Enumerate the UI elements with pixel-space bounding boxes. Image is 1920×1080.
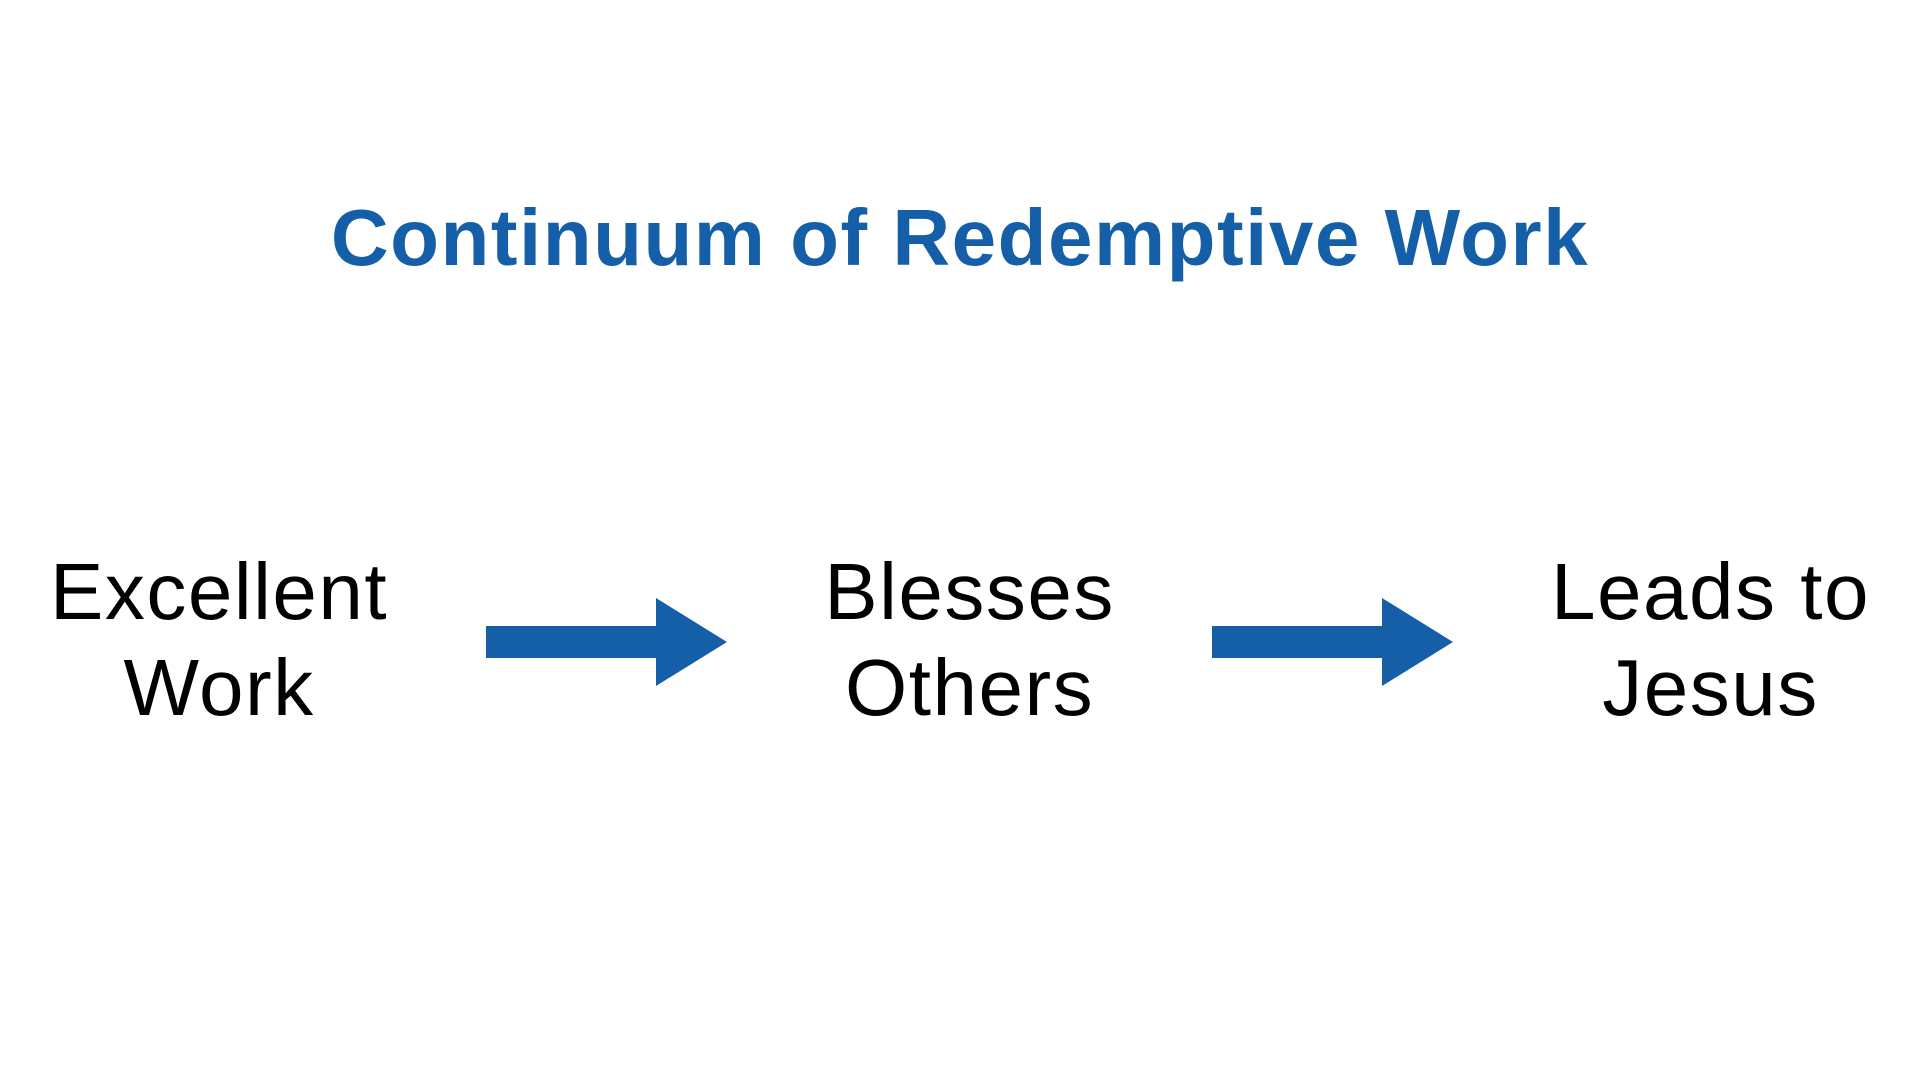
right-arrow-icon — [485, 598, 727, 686]
flow-step-excellent-work: Excellent Work — [50, 547, 389, 732]
right-arrow-icon — [1212, 598, 1454, 686]
flow-step-blesses-others: Blesses Others — [824, 547, 1115, 732]
diagram-title: Continuum of Redemptive Work — [330, 193, 1590, 282]
flow-step-leads-to-jesus: Leads to Jesus — [1551, 547, 1870, 732]
flow-row: Excellent Work Blesses Others Leads to J… — [0, 512, 1920, 768]
